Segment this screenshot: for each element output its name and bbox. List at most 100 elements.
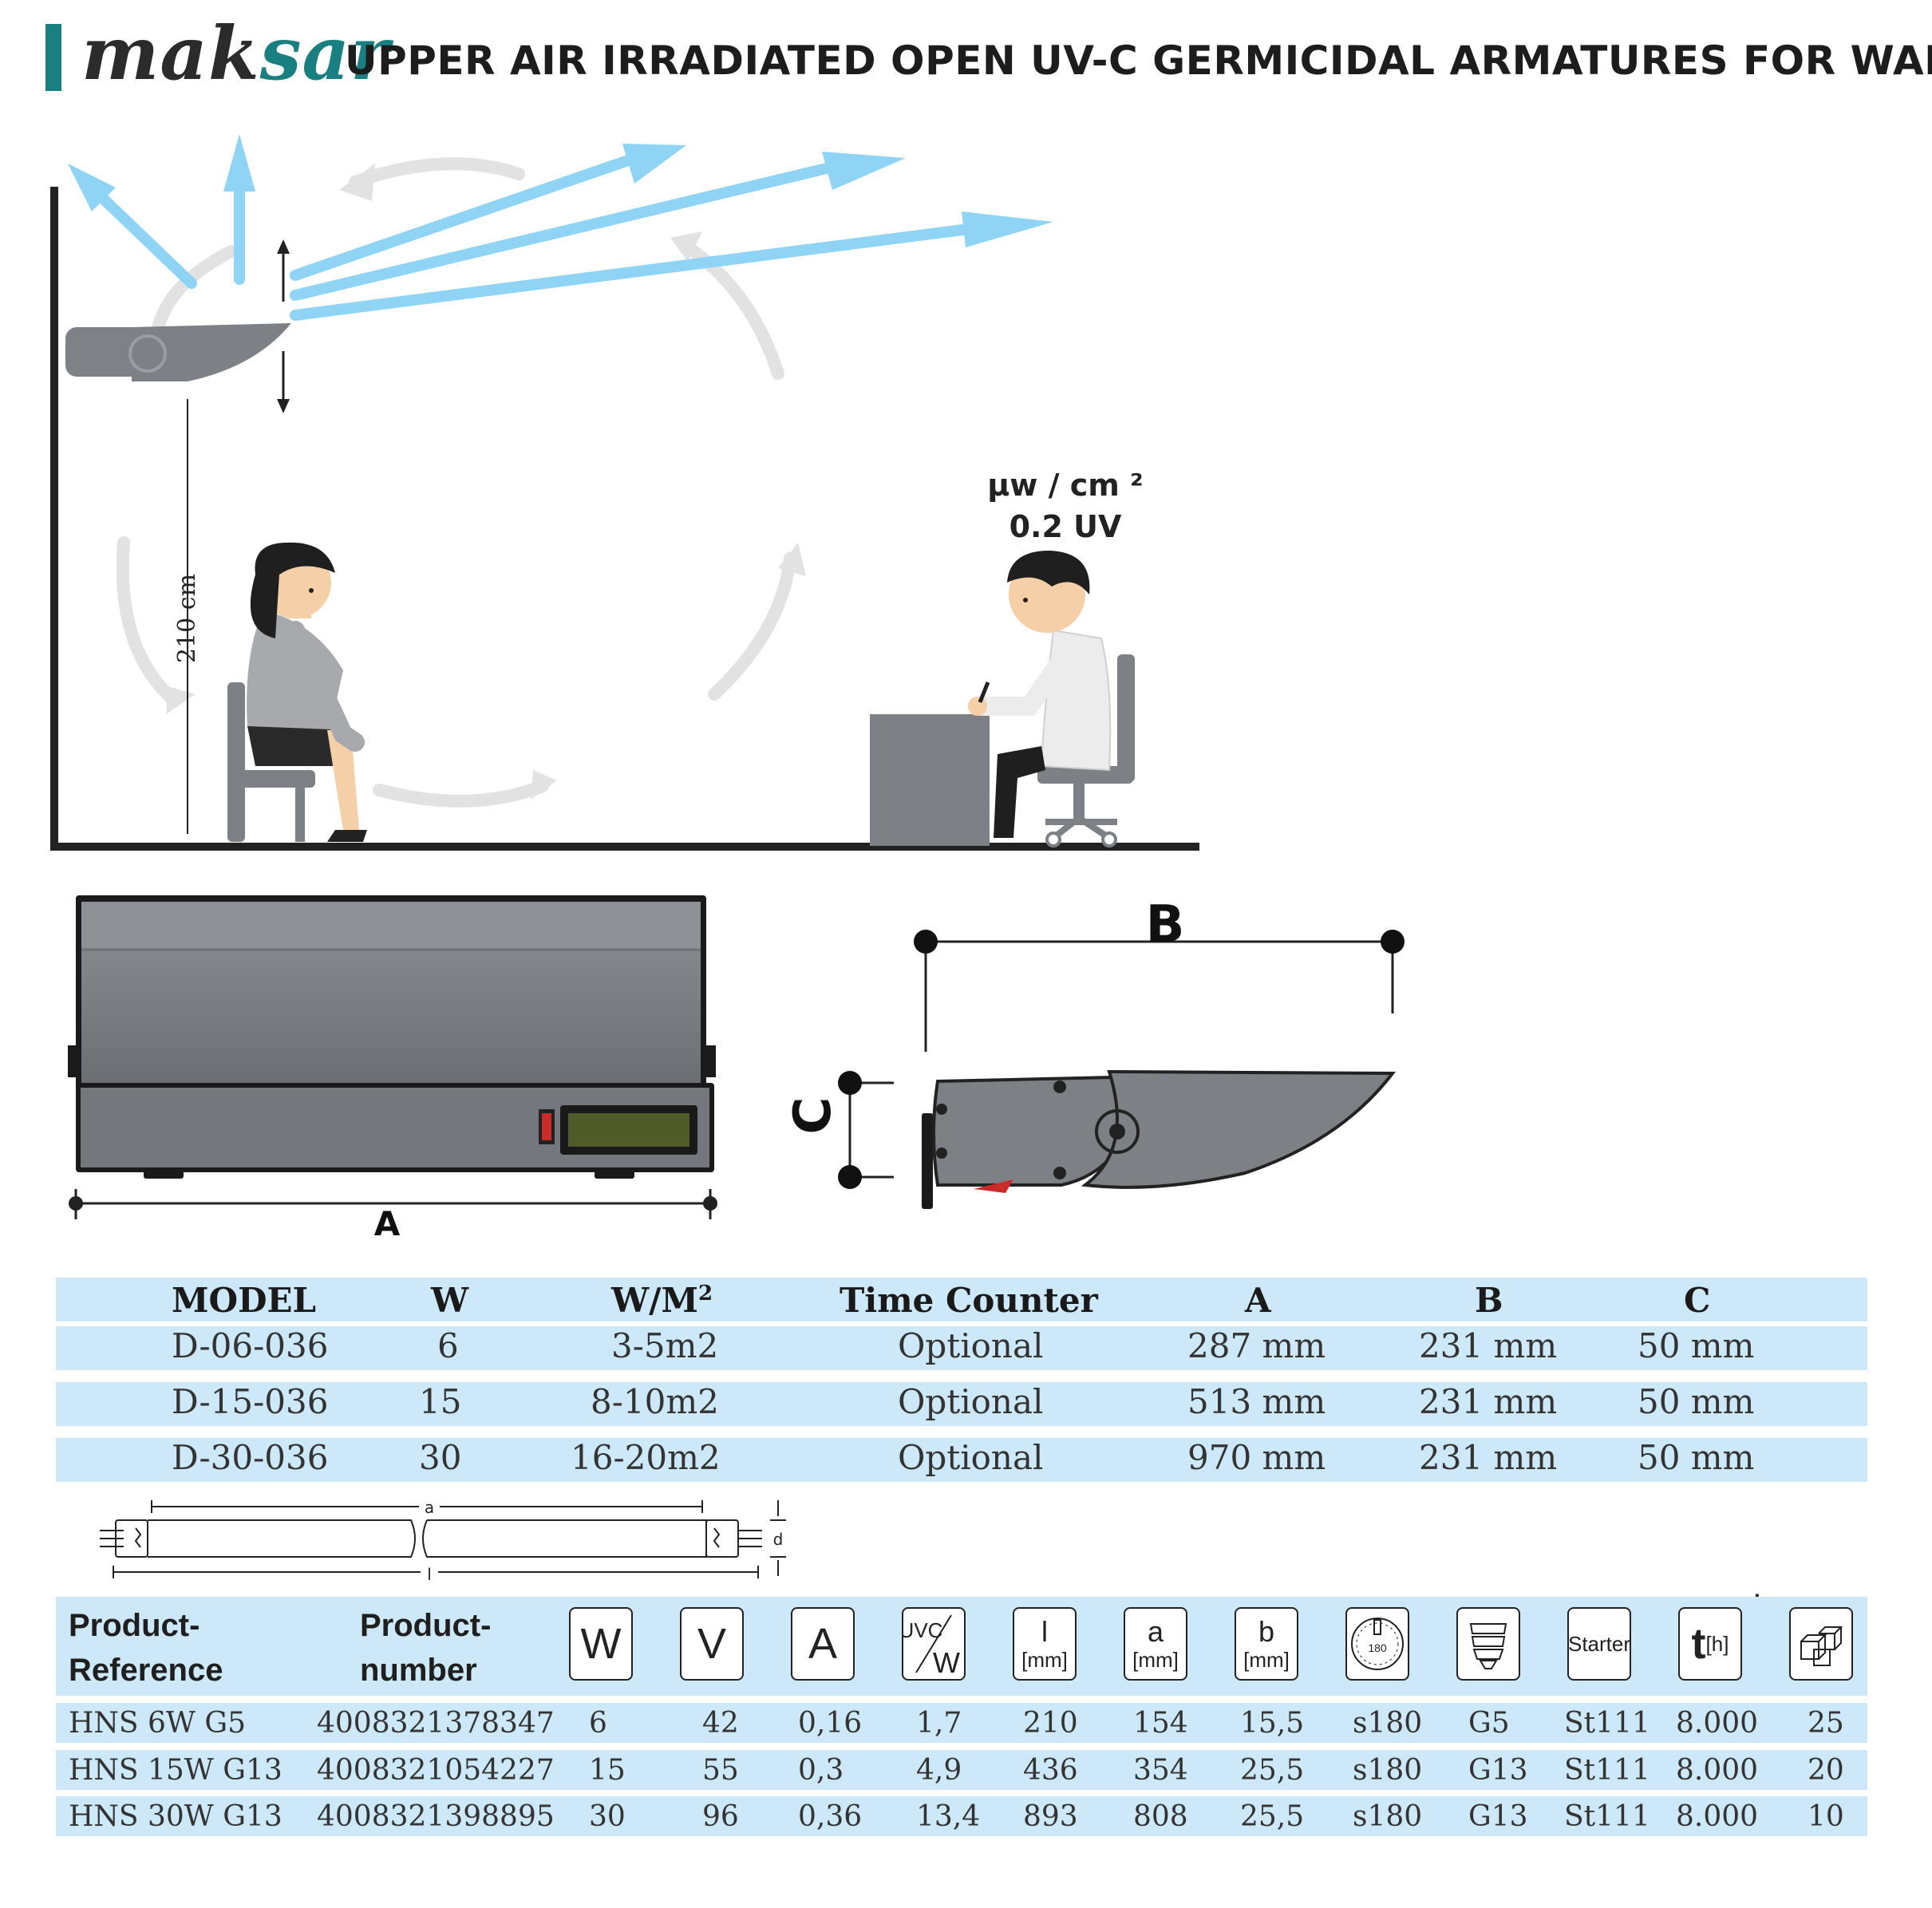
diameter-b-icon-text: b[mm] (1243, 1615, 1290, 1673)
uvc-cell: 13,4 (916, 1800, 981, 1833)
volt-icon: V (680, 1607, 744, 1681)
watt-cell: 30 (589, 1800, 626, 1833)
diameter-b-cell: 25,5 (1240, 1754, 1305, 1787)
product-reference-cell: HNS 15W G13 (69, 1754, 282, 1787)
product-number-cell: 4008321054227 (317, 1754, 555, 1787)
starter-icon: Starter (1567, 1607, 1631, 1681)
models-col-time-counter: Time Counter (840, 1281, 1098, 1320)
desk (870, 714, 990, 846)
length-l-cell: 436 (1023, 1754, 1078, 1787)
seated-man-figure (870, 551, 1135, 847)
rotation-dial-svg: 180 (1351, 1618, 1404, 1670)
length-a-cell: 808 (1133, 1800, 1188, 1833)
tube-label-a-bg (419, 1495, 440, 1518)
models-table-header: MODEL W W/M2 Time Counter A B C (56, 1278, 1867, 1321)
lifetime-cell: 8.000 (1676, 1707, 1759, 1740)
starter-cell: St111 (1564, 1707, 1650, 1740)
header-product-number-line2: number (360, 1653, 477, 1688)
uvc-per-watt-icon: UVC W (902, 1607, 966, 1681)
package-quantity-cell: 25 (1808, 1707, 1844, 1740)
wall-line (50, 187, 58, 851)
dimension-a-line (69, 1189, 717, 1219)
length-a-symbol: a (1147, 1615, 1164, 1648)
uv-tube-drawing (100, 1500, 786, 1578)
uv-intensity-value: 0.2 UV (1009, 509, 1122, 544)
uvc-label: UVC (903, 1618, 942, 1642)
rotation-dial-icon: 180 (1345, 1607, 1409, 1681)
header-product-reference: Product- Reference (69, 1603, 223, 1693)
header-product-number-line1: Product- (360, 1608, 492, 1643)
rotation-cell: s180 (1353, 1707, 1423, 1740)
watt-cell: 15 (589, 1754, 626, 1787)
lamps-table-row: HNS 6W G5 4008321378347 6 42 0,16 1,7 21… (56, 1703, 1867, 1743)
product-reference-cell: HNS 6W G5 (69, 1707, 247, 1740)
dim-c-cell: 50 mm (1638, 1382, 1755, 1421)
dim-a-cell: 287 mm (1187, 1326, 1326, 1365)
floor-line (50, 843, 1199, 851)
seated-woman-figure (227, 542, 367, 842)
models-col-b: B (1475, 1281, 1503, 1320)
uv-rays (90, 154, 987, 321)
time-counter-cell: Optional (898, 1382, 1044, 1421)
models-col-wm-sup: 2 (698, 1282, 713, 1306)
uvc-watt-label: W (933, 1646, 960, 1679)
lamps-table-header: Product- Reference Product- number W V A… (56, 1597, 1867, 1696)
starter-cell: St111 (1564, 1800, 1650, 1833)
brand-logo-part1: mak (81, 10, 260, 97)
models-table-row: D-15-036 15 8-10m2 Optional 513 mm 231 m… (56, 1382, 1867, 1426)
length-l-symbol: l (1041, 1615, 1048, 1648)
tube-label-l-bg (421, 1562, 438, 1583)
diameter-b-icon: b[mm] (1235, 1607, 1298, 1681)
length-a-icon-text: a[mm] (1132, 1615, 1179, 1673)
tube-dim-l-label: l (427, 1565, 432, 1584)
dim-b-cell: 231 mm (1419, 1326, 1558, 1365)
length-l-icon: l[mm] (1013, 1607, 1077, 1681)
lamp-base-cell: G13 (1468, 1800, 1528, 1833)
lamp-base-icon (1456, 1607, 1520, 1681)
header-product-reference-line1: Product- (69, 1608, 200, 1643)
dimension-c-line (838, 1071, 894, 1189)
diameter-b-unit: [mm] (1243, 1648, 1290, 1672)
watt-cell: 15 (419, 1382, 462, 1421)
models-table-row: D-30-036 30 16-20m2 Optional 970 mm 231 … (56, 1438, 1867, 1482)
models-col-model: MODEL (172, 1281, 317, 1320)
watt-cell: 6 (437, 1326, 459, 1365)
header-product-reference-line2: Reference (69, 1653, 223, 1688)
brand-logo-part2: sar (259, 10, 390, 97)
product-number-cell: 4008321378347 (317, 1707, 555, 1740)
diameter-b-cell: 25,5 (1240, 1800, 1305, 1833)
length-l-icon-text: l[mm] (1021, 1615, 1068, 1673)
lifetime-unit: [h] (1705, 1631, 1729, 1656)
models-col-wm: W/M2 (611, 1281, 713, 1320)
rotation-cell: s180 (1353, 1800, 1423, 1833)
dim-b-cell: 231 mm (1419, 1438, 1558, 1477)
dim-b-cell: 231 mm (1419, 1382, 1558, 1421)
lamp-base-cell: G5 (1468, 1707, 1510, 1740)
uvc-cell: 1,7 (916, 1707, 962, 1740)
dimension-c-label: C (784, 1097, 843, 1135)
uvc-cell: 4,9 (916, 1754, 962, 1787)
time-counter-cell: Optional (898, 1438, 1044, 1477)
mount-height-label: 210 cm (173, 573, 201, 664)
models-table-row: D-06-036 6 3-5m2 Optional 287 mm 231 mm … (56, 1326, 1867, 1370)
ampere-cell: 0,36 (798, 1800, 863, 1833)
product-number-cell: 4008321398895 (317, 1800, 555, 1833)
tube-label-d-bg (768, 1527, 788, 1550)
lifetime-cell: 8.000 (1676, 1754, 1759, 1787)
diameter-b-symbol: b (1258, 1615, 1274, 1648)
area-cell: 3-5m2 (611, 1326, 719, 1365)
ampere-cell: 0,16 (798, 1707, 863, 1740)
length-a-cell: 354 (1133, 1754, 1188, 1787)
dial-value: 180 (1368, 1641, 1387, 1654)
uv-ray-arrowheads (68, 134, 1053, 247)
brand-logo: maksar (81, 10, 390, 97)
air-circulation-arrows (116, 157, 796, 808)
uv-intensity-unit: μw / cm ² (987, 468, 1144, 503)
dimension-b-label: B (1146, 895, 1185, 954)
model-cell: D-15-036 (172, 1382, 329, 1421)
models-col-c: C (1684, 1281, 1711, 1320)
wall-fixture (65, 323, 291, 381)
length-l-cell: 210 (1023, 1707, 1078, 1740)
volt-cell: 42 (702, 1707, 739, 1740)
